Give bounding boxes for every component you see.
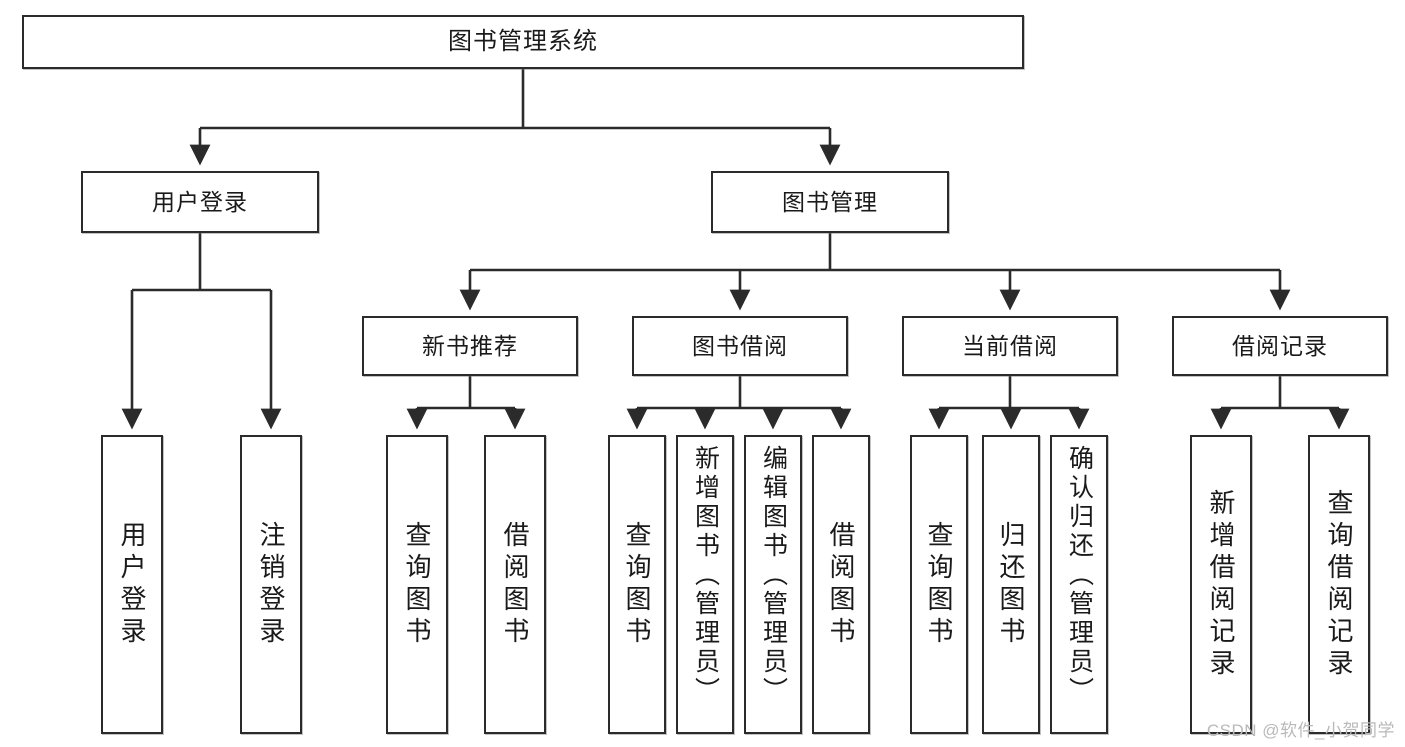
node-current-borrow-label: 当前借阅: [962, 332, 1058, 359]
node-leaf-return-book[interactable]: 归还图书: [982, 435, 1040, 734]
node-user-login[interactable]: 用户登录: [81, 171, 319, 233]
node-leaf-user-logout[interactable]: 注销登录: [240, 435, 302, 734]
node-leaf-edit-book-admin[interactable]: 编辑图书（管理员）: [744, 435, 802, 734]
node-leaf-add-borrow-record-label: 新增借阅记录: [1206, 488, 1236, 681]
node-book-manage[interactable]: 图书管理: [711, 171, 949, 233]
node-leaf-query-book-1-label: 查询图书: [402, 520, 432, 649]
node-leaf-confirm-return-admin-label: 确认归还（管理员）: [1065, 445, 1094, 706]
node-leaf-add-borrow-record[interactable]: 新增借阅记录: [1190, 435, 1252, 734]
node-leaf-borrow-book-2[interactable]: 借阅图书: [812, 435, 870, 734]
node-leaf-borrow-book-2-label: 借阅图书: [826, 520, 856, 649]
node-leaf-return-book-label: 归还图书: [996, 520, 1026, 649]
node-leaf-user-login-label: 用户登录: [117, 520, 147, 649]
node-leaf-borrow-book-1-label: 借阅图书: [500, 520, 530, 649]
node-book-borrow[interactable]: 图书借阅: [632, 316, 848, 376]
node-borrow-record-label: 借阅记录: [1232, 332, 1328, 359]
node-new-book-recommend[interactable]: 新书推荐: [362, 316, 578, 376]
node-leaf-query-borrow-record[interactable]: 查询借阅记录: [1308, 435, 1370, 734]
node-book-manage-label: 图书管理: [782, 188, 878, 215]
node-book-borrow-label: 图书借阅: [692, 332, 788, 359]
node-leaf-query-book-2-label: 查询图书: [622, 520, 652, 649]
node-leaf-add-book-admin[interactable]: 新增图书（管理员）: [676, 435, 734, 734]
node-root[interactable]: 图书管理系统: [22, 15, 1024, 69]
node-new-book-recommend-label: 新书推荐: [422, 332, 518, 359]
node-leaf-query-borrow-record-label: 查询借阅记录: [1324, 488, 1354, 681]
node-leaf-confirm-return-admin[interactable]: 确认归还（管理员）: [1050, 435, 1108, 734]
node-leaf-borrow-book-1[interactable]: 借阅图书: [484, 435, 546, 734]
node-borrow-record[interactable]: 借阅记录: [1172, 316, 1388, 376]
node-leaf-user-login[interactable]: 用户登录: [101, 435, 163, 734]
node-leaf-query-book-2[interactable]: 查询图书: [608, 435, 666, 734]
node-root-label: 图书管理系统: [448, 28, 598, 56]
node-leaf-edit-book-admin-label: 编辑图书（管理员）: [759, 445, 788, 706]
node-current-borrow[interactable]: 当前借阅: [902, 316, 1118, 376]
node-user-login-label: 用户登录: [152, 188, 248, 215]
node-leaf-query-book-3[interactable]: 查询图书: [910, 435, 968, 734]
node-leaf-user-logout-label: 注销登录: [256, 520, 286, 649]
node-leaf-query-book-3-label: 查询图书: [924, 520, 954, 649]
node-leaf-add-book-admin-label: 新增图书（管理员）: [691, 445, 720, 706]
node-leaf-query-book-1[interactable]: 查询图书: [386, 435, 448, 734]
watermark: CSDN @软件_小贺同学: [1206, 721, 1395, 740]
